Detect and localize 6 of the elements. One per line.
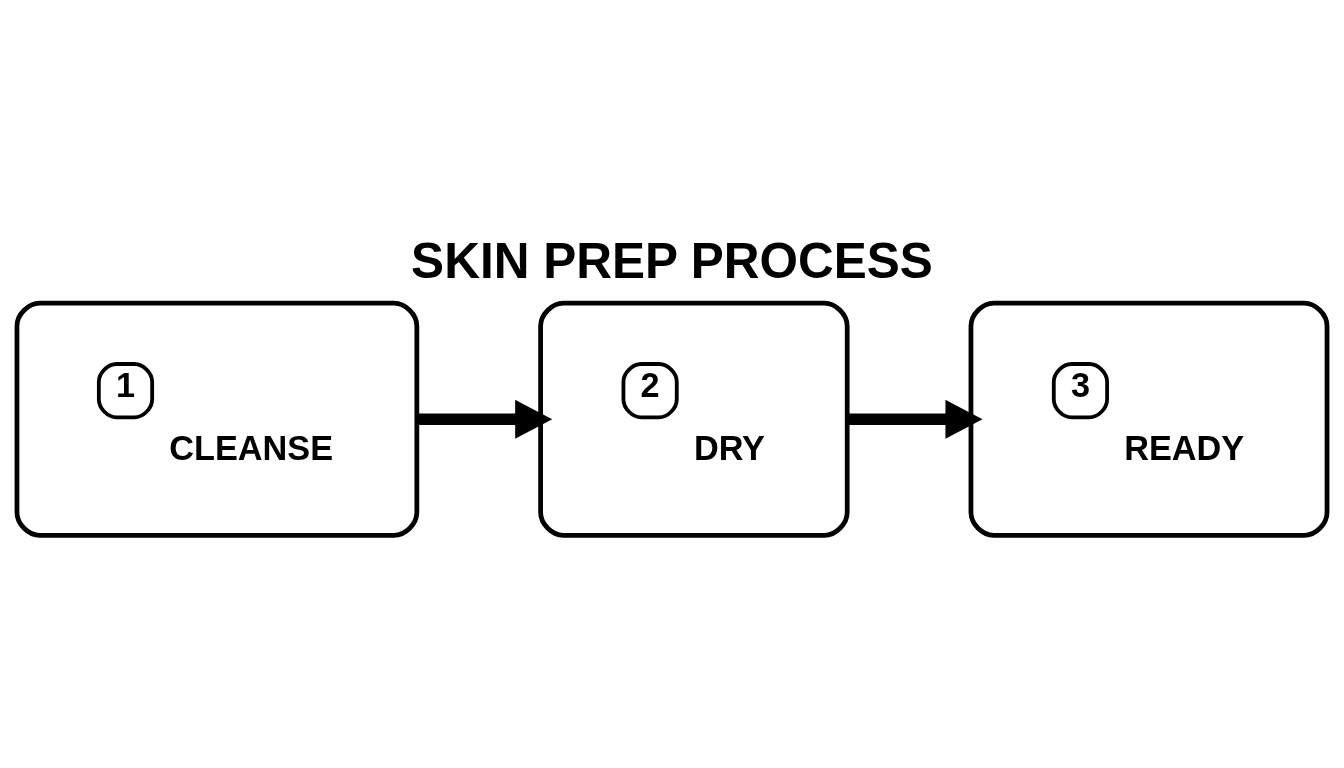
- diagram-title: SKIN PREP PROCESS: [411, 232, 933, 288]
- node-box: 2 DRY: [538, 300, 850, 538]
- arrow: [417, 399, 553, 439]
- arrow: [847, 399, 983, 439]
- node-box: 3 READY: [968, 300, 1330, 538]
- node-box: 1 CLEANSE: [14, 300, 420, 538]
